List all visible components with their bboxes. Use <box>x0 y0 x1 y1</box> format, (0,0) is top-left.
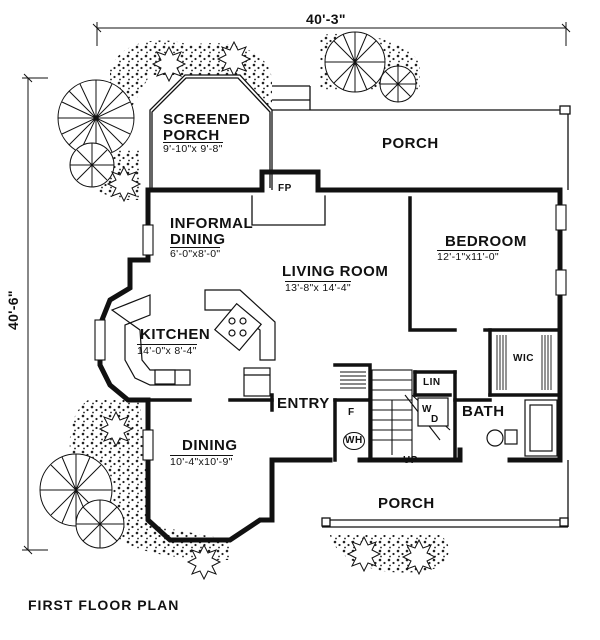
living-room-label: LIVING ROOM <box>282 263 389 280</box>
linen-label: LIN <box>423 377 441 388</box>
tree-upper-left-small <box>69 142 115 188</box>
water-heater-label: WH <box>343 432 365 450</box>
windows <box>94 204 567 461</box>
living-room-size: 13'-8"x 14'-4" <box>285 281 351 294</box>
flowers <box>98 40 437 581</box>
kitchen-counters <box>110 289 276 397</box>
bedroom-size: 12'-1"x11'-0" <box>437 250 499 263</box>
washer-label: W <box>422 404 432 415</box>
informal-dining-size: 6'-0"x8'-0" <box>170 247 221 260</box>
bedroom-label: BEDROOM <box>445 233 527 250</box>
informal-dining-label-2: DINING <box>170 231 226 248</box>
closet-shelves <box>340 371 366 389</box>
trees <box>39 31 417 549</box>
fireplace <box>260 170 320 190</box>
dimension-lines <box>22 22 571 555</box>
dining-size: 10'-4"x10'-9" <box>170 455 233 468</box>
porch-outlines <box>149 74 571 190</box>
dining-label: DINING <box>182 437 238 454</box>
wic-shelving <box>496 335 552 390</box>
dryer-label: D <box>431 414 439 425</box>
overall-width-dimension: 40'-3" <box>306 11 346 27</box>
front-porch-label: PORCH <box>378 495 435 512</box>
front-porch-outline <box>271 460 569 528</box>
kitchen-label: KITCHEN <box>140 326 211 343</box>
tree-lower-left-small <box>75 499 125 549</box>
kitchen-size: 14'-0"x 8'-4" <box>137 344 197 357</box>
rear-porch-label: PORCH <box>382 135 439 152</box>
stair-up-label: UP <box>403 455 418 466</box>
informal-dining-label: INFORMAL <box>170 215 254 232</box>
screened-porch-label-2: PORCH <box>163 127 220 144</box>
entry-label: ENTRY <box>277 395 330 412</box>
screened-porch-size: 9'-10"x 9'-8" <box>163 142 223 155</box>
tree-top-center-small <box>379 65 417 103</box>
bath-label: BATH <box>462 403 505 420</box>
overall-depth-dimension: 40'-6" <box>5 290 21 330</box>
wic-label: WIC <box>513 353 534 364</box>
tree-top-center <box>324 31 386 93</box>
tree-upper-left <box>57 79 135 157</box>
freezer-label: F <box>348 407 355 418</box>
bath-fixtures <box>417 397 558 457</box>
screened-porch-label: SCREENED <box>163 111 251 128</box>
fireplace-label: FP <box>278 183 292 194</box>
plan-title: FIRST FLOOR PLAN <box>28 597 180 613</box>
